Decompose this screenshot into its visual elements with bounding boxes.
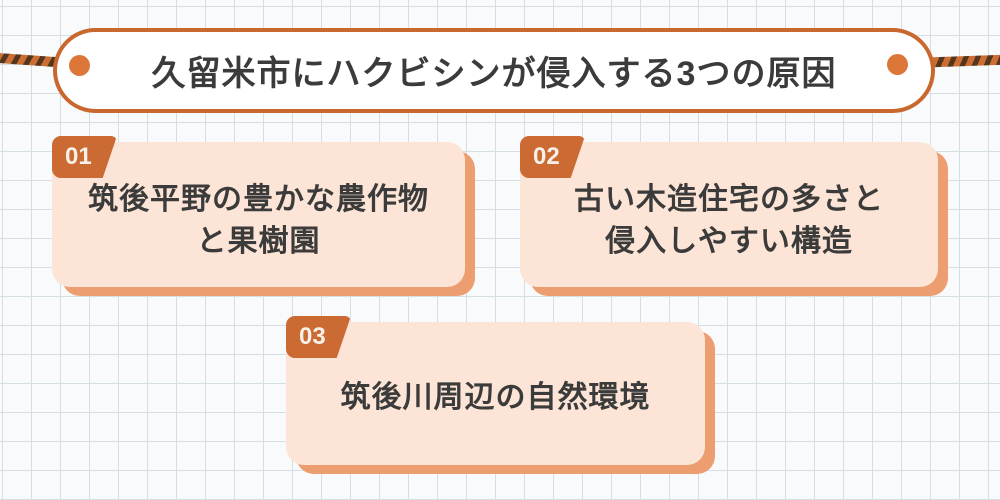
reason-card-3: 筑後川周辺の自然環境 03 — [286, 316, 715, 474]
rope-decoration-right — [932, 54, 1000, 68]
banner-dot-right-icon — [887, 54, 908, 75]
reason-card-1: 筑後平野の豊かな農作物 と果樹園 01 — [52, 136, 475, 296]
card-body: 筑後平野の豊かな農作物 と果樹園 — [52, 142, 465, 287]
rope-decoration-left — [0, 52, 58, 68]
card-text-line: 筑後川周辺の自然環境 — [340, 380, 651, 414]
banner-dot-left-icon — [69, 55, 90, 76]
card-body: 筑後川周辺の自然環境 — [286, 322, 705, 465]
card-body: 古い木造住宅の多さと 侵入しやすい構造 — [520, 142, 938, 287]
card-text-line: と果樹園 — [196, 224, 321, 258]
card-text-line: 古い木造住宅の多さと — [574, 182, 884, 216]
card-text-line: 侵入しやすい構造 — [605, 224, 853, 258]
page-title: 久留米市にハクビシンが侵入する3つの原因 — [151, 55, 837, 93]
card-text-line: 筑後平野の豊かな農作物 — [88, 182, 429, 216]
reason-card-2: 古い木造住宅の多さと 侵入しやすい構造 02 — [520, 136, 948, 296]
title-banner: 久留米市にハクビシンが侵入する3つの原因 — [53, 28, 935, 113]
